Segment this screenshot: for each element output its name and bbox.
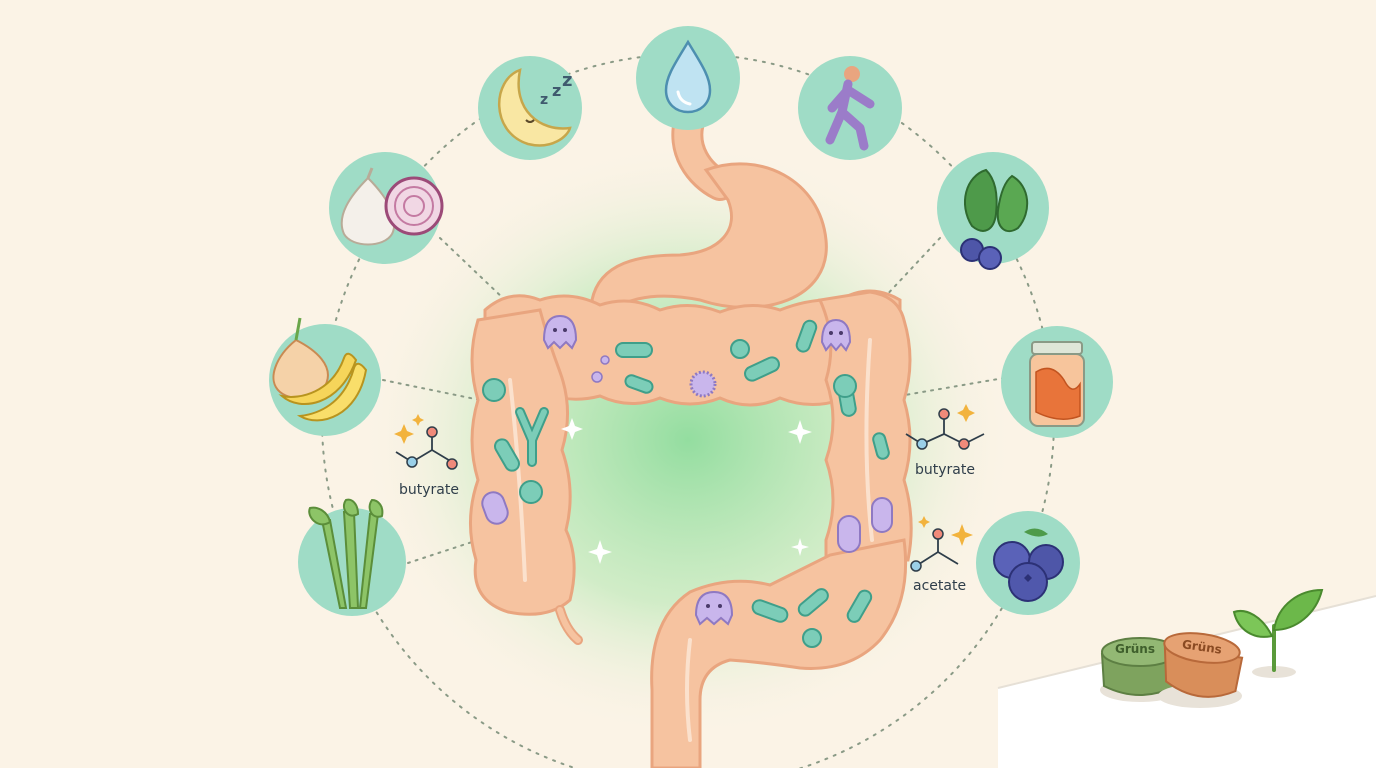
- blueberries-icon: [976, 511, 1080, 615]
- sprout-plant: [1232, 588, 1324, 678]
- microbe-capsule: [837, 515, 861, 553]
- asparagus-icon: [298, 498, 406, 616]
- water-icon: [636, 26, 740, 130]
- svg-text:z: z: [562, 70, 572, 91]
- green-gummy-brand: Grüns: [1115, 642, 1155, 656]
- microbe-coccus: [730, 339, 750, 359]
- microbe-rod: [872, 432, 890, 460]
- svg-text:z: z: [552, 81, 561, 100]
- fermented-jar-icon: [1001, 326, 1113, 438]
- leafy-greens-icon: [937, 152, 1049, 270]
- microbe-rod: [744, 356, 780, 382]
- sleep-moon-icon: z z z: [478, 56, 582, 160]
- sparkles: [561, 418, 812, 564]
- molecule-right-bottom: [915, 538, 959, 567]
- microbe-rod: [615, 342, 653, 358]
- gut-microbes: [481, 314, 893, 648]
- microbe-ghost: [820, 318, 852, 352]
- microbe-coccus: [802, 628, 822, 648]
- microbe-coccus: [833, 374, 857, 398]
- microbe-coccus: [519, 480, 543, 504]
- microbe-capsule: [481, 491, 509, 525]
- microbe-rod: [846, 589, 873, 623]
- svg-text:z: z: [540, 92, 548, 108]
- orange-gummy: [1158, 632, 1244, 708]
- microbe-rod: [624, 374, 654, 394]
- connector-lines: [382, 237, 1005, 564]
- microbe-fuzzy: [689, 370, 717, 398]
- butyrate-label-left: butyrate: [399, 482, 459, 498]
- stomach: [590, 162, 828, 323]
- microbe-rod: [751, 599, 789, 623]
- acetate-label: acetate: [913, 578, 967, 594]
- butyrate-label-right: butyrate: [915, 462, 975, 478]
- microbe-rod: [795, 319, 818, 353]
- microbe-capsule: [871, 497, 893, 533]
- microbe-rod: [797, 588, 829, 617]
- molecule-right-top: [905, 418, 985, 446]
- microbe-ghost: [542, 314, 578, 350]
- microbe-rod: [494, 438, 520, 472]
- garlic-onion-icon: [329, 152, 444, 264]
- onion-banana-icon: [269, 317, 381, 436]
- microbe-coccus: [482, 378, 506, 402]
- microbe-ghost: [694, 590, 734, 626]
- walking-exercise-icon: [798, 56, 902, 160]
